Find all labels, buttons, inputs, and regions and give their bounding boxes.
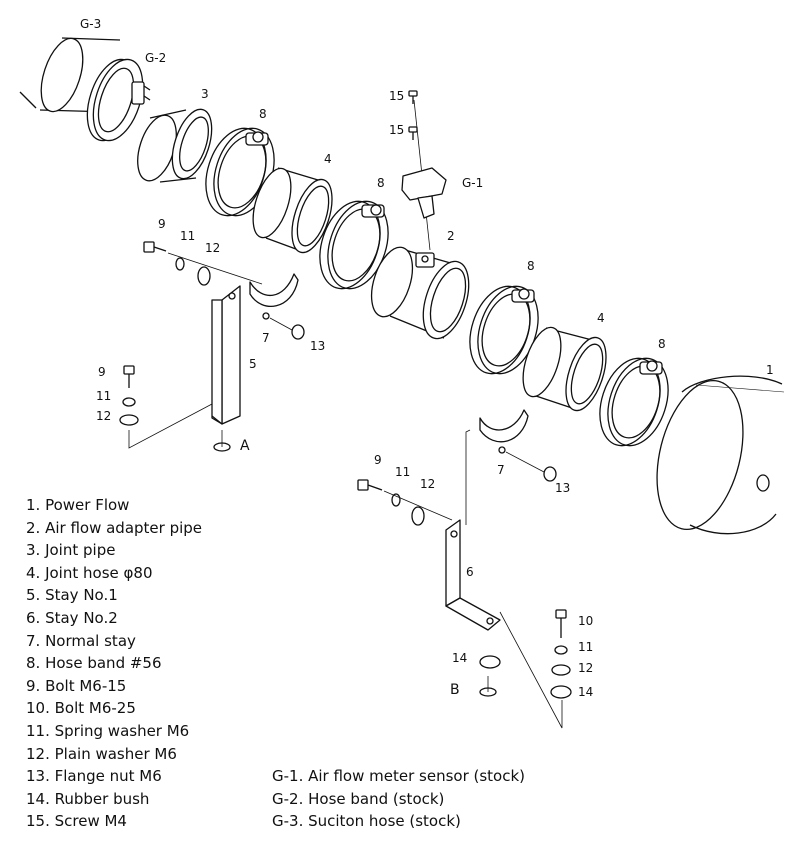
callout-a: A <box>240 438 250 454</box>
hose-band-8-d <box>599 357 669 447</box>
callout-g1: G-1 <box>462 176 483 190</box>
callout-8-c: 8 <box>527 259 535 273</box>
callout-6: 6 <box>466 565 474 579</box>
callout-8-d: 8 <box>658 337 666 351</box>
joint-hose-4-b <box>522 326 607 412</box>
spring-washer-11-a <box>175 257 185 271</box>
callout-9-a: 9 <box>158 217 166 231</box>
plain-washer-12-c <box>411 506 425 526</box>
stay-no2-6 <box>445 519 501 631</box>
callout-13-b: 13 <box>555 481 570 495</box>
flange-nut-13-a <box>291 324 305 340</box>
bolt-9-b <box>123 365 135 388</box>
legend-item: 2. Air flow adapter pipe <box>26 518 203 537</box>
hose-band-8-b <box>319 200 389 290</box>
bolt-10 <box>555 609 567 638</box>
callout-12-d: 12 <box>578 661 593 675</box>
stock-parts-legend: G-1. Air flow meter sensor (stock) G-2. H… <box>272 765 525 833</box>
callout-12-c: 12 <box>420 477 435 491</box>
spring-washer-11-d <box>554 645 568 655</box>
callout-4-a: 4 <box>324 152 332 166</box>
air-flow-meter-sensor-g1 <box>401 99 447 251</box>
legend-item: 5. Stay No.1 <box>26 586 118 605</box>
callout-2: 2 <box>447 229 455 243</box>
parts-legend: 1. Power Flow 2. Air flow adapter pipe 3. … <box>26 494 202 833</box>
callout-11-c: 11 <box>395 465 410 479</box>
plain-washer-12-b <box>119 414 139 426</box>
legend-item: 8. Hose band #56 <box>26 654 162 673</box>
joint-hose-4-a <box>252 167 333 254</box>
callout-7-b: 7 <box>497 463 505 477</box>
legend-item: 10. Bolt M6-25 <box>26 699 136 718</box>
callout-8-a: 8 <box>259 107 267 121</box>
callout-b: B <box>450 682 460 698</box>
callout-g3: G-3 <box>80 17 101 31</box>
legend-item: 3. Joint pipe <box>26 541 116 560</box>
callout-15-b: 15 <box>389 123 404 137</box>
callout-5: 5 <box>249 357 257 371</box>
air-flow-adapter-pipe-2 <box>370 246 470 340</box>
callout-15-a: 15 <box>389 89 404 103</box>
stock-legend-item: G-3. Suciton hose (stock) <box>272 812 461 831</box>
callout-4-b: 4 <box>597 311 605 325</box>
stock-legend-item: G-2. Hose band (stock) <box>272 789 445 808</box>
callout-1: 1 <box>766 363 774 377</box>
normal-stay-7-a <box>249 273 299 320</box>
joint-pipe-3 <box>137 108 213 183</box>
plain-washer-12-a <box>197 266 211 286</box>
callout-10: 10 <box>578 614 593 628</box>
callout-9-c: 9 <box>374 453 382 467</box>
callout-8-b: 8 <box>377 176 385 190</box>
hose-band-g2 <box>86 58 151 142</box>
legend-item: 1. Power Flow <box>26 496 130 514</box>
callout-14-b: 14 <box>578 685 593 699</box>
callout-11-d: 11 <box>578 640 593 654</box>
screw-15-b <box>408 126 418 140</box>
assembly-lines <box>128 252 563 729</box>
bolt-9-c <box>357 479 383 491</box>
legend-item: 11. Spring washer M6 <box>26 721 190 740</box>
callout-12-b: 12 <box>96 409 111 423</box>
rubber-bush-14-a <box>479 655 501 669</box>
callout-7-a: 7 <box>262 331 270 345</box>
legend-item: 7. Normal stay <box>26 631 136 650</box>
legend-item: 4. Joint hose φ80 <box>26 563 153 582</box>
stay-no1-5 <box>211 285 241 425</box>
flange-nut-13-b <box>543 466 557 482</box>
bolt-9-a <box>143 241 167 253</box>
legend-item: 12. Plain washer M6 <box>26 744 177 763</box>
normal-stay-7-b <box>479 409 529 454</box>
callout-11-b: 11 <box>96 389 111 403</box>
callout-13-a: 13 <box>310 339 325 353</box>
callout-g2: G-2 <box>145 51 166 65</box>
callout-labels: G-3 G-2 3 8 4 15 15 G-1 8 2 9 11 12 8 4 … <box>80 17 774 699</box>
plain-washer-12-d <box>551 664 571 676</box>
legend-item: 9. Bolt M6-15 <box>26 676 127 695</box>
legend-item: 15. Screw M4 <box>26 812 127 831</box>
hose-band-8-a <box>205 127 275 217</box>
spring-washer-11-b <box>122 397 136 407</box>
callout-12-a: 12 <box>205 241 220 255</box>
legend-item: 13. Flange nut M6 <box>26 767 162 786</box>
hose-band-8-c <box>469 285 539 375</box>
power-flow-1 <box>656 375 792 535</box>
legend-item: 14. Rubber bush <box>26 789 150 808</box>
callout-14-a: 14 <box>452 651 467 665</box>
callout-11-a: 11 <box>180 229 195 243</box>
rubber-bush-14-b <box>550 685 572 699</box>
stock-legend-item: G-1. Air flow meter sensor (stock) <box>272 767 526 785</box>
screw-15-a <box>408 90 418 104</box>
callout-3: 3 <box>201 87 209 101</box>
callout-9-b: 9 <box>98 365 106 379</box>
legend-item: 6. Stay No.2 <box>26 608 118 627</box>
